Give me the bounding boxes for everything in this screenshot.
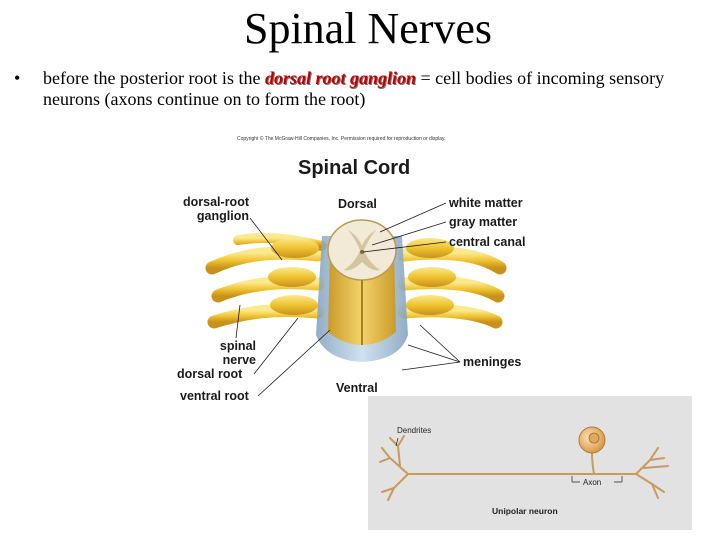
label-ventral: Ventral	[336, 381, 378, 395]
label-axon: Axon	[583, 478, 602, 487]
figure-caption-unipolar-neuron: Unipolar neuron	[492, 506, 558, 516]
label-dendrites: Dendrites	[397, 426, 432, 435]
figure-title: Spinal Cord	[298, 157, 411, 179]
label-drg-line2: ganglion	[196, 209, 249, 223]
label-ventral-root: ventral root	[180, 389, 249, 403]
label-gray-matter: gray matter	[449, 215, 518, 229]
label-central-canal: central canal	[449, 235, 526, 249]
label-spinal-nerve-line2: nerve	[222, 353, 256, 367]
slide-title: Spinal Nerves	[243, 4, 493, 53]
neuron-nucleus	[588, 432, 600, 444]
neuron-leader-lines	[395, 437, 623, 483]
spinal-cord-body	[327, 219, 397, 345]
bullet-text-end: = cell bodies of incoming sensory neuron…	[43, 68, 665, 109]
neuron-processes	[379, 435, 669, 501]
bullet-text: before the posterior root is the dorsal …	[43, 68, 703, 110]
label-dorsal: Dorsal	[338, 197, 377, 211]
label-spinal-nerve-line1: spinal	[219, 339, 256, 353]
leader-lines	[235, 202, 461, 397]
label-dorsal-root: dorsal root	[177, 367, 243, 381]
unipolar-neuron-figure: Dendrites Axon Unipolar neuron	[368, 396, 692, 530]
label-drg-line1: dorsal-root	[183, 195, 249, 209]
label-meninges: meninges	[463, 355, 522, 369]
figure-copyright: Copyright © The McGraw-Hill Companies, I…	[237, 136, 446, 142]
dorsal-root-ganglion-highlight: dorsal root ganglion	[264, 68, 416, 88]
unipolar-neuron-drawing	[379, 426, 669, 501]
bullet-text-start: before the posterior root is the	[43, 68, 265, 88]
spinal-nerves-right	[397, 238, 507, 329]
bullet-marker: •	[14, 68, 21, 88]
label-white-matter: white matter	[449, 196, 523, 210]
spinal-nerves-left	[205, 233, 327, 329]
